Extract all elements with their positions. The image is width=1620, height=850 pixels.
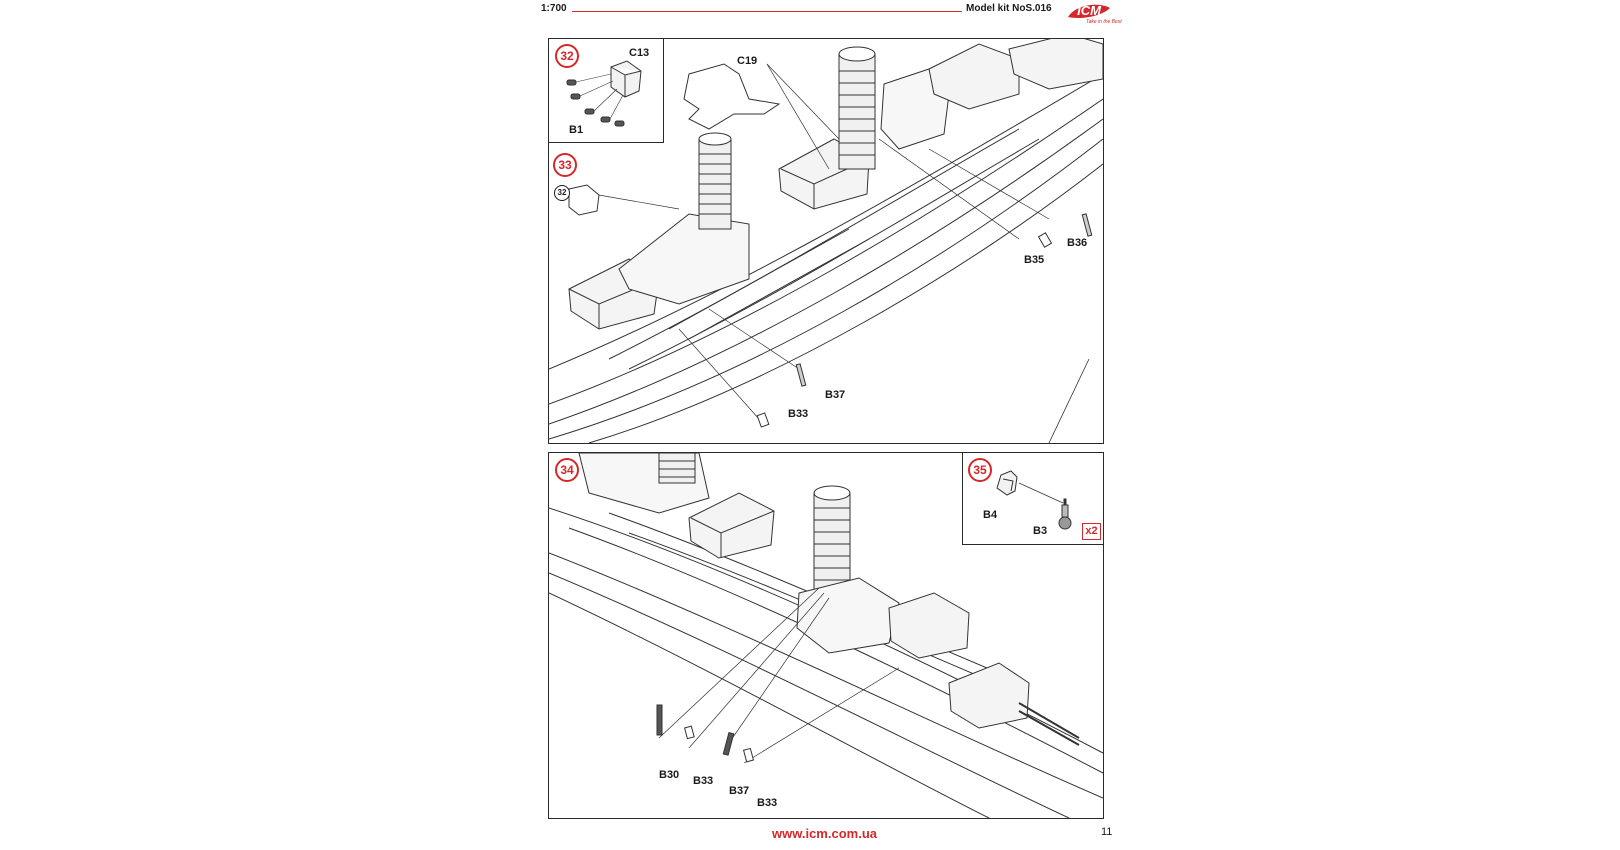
step-32-reference: 32 xyxy=(554,185,570,201)
website-url[interactable]: www.icm.com.ua xyxy=(772,826,877,841)
step-35-inset: 35 B4 B3 x2 xyxy=(962,453,1103,545)
page-number: 11 xyxy=(1101,826,1113,838)
part-label-c13: C13 xyxy=(629,47,650,59)
step-32-part-drawing xyxy=(566,60,642,127)
part-label-b33-left: B33 xyxy=(693,775,714,787)
step-33-number: 33 xyxy=(553,153,577,177)
step-32-inset: 32 C13 B1 xyxy=(549,39,664,143)
part-label-b37: B37 xyxy=(729,785,750,797)
part-label-c19: C19 xyxy=(737,55,758,67)
part-label-b3: B3 xyxy=(1033,525,1048,537)
step-35-number: 35 xyxy=(968,458,992,482)
upper-assembly-panel: 32 C13 B1 33 32 C19 B35 B36 B37 B33 xyxy=(548,38,1104,444)
part-label-b4: B4 xyxy=(983,509,998,521)
part-label-b33-right: B33 xyxy=(757,797,778,809)
part-label-b37: B37 xyxy=(825,389,846,401)
brand-logo: ICM Take in the Best xyxy=(1066,2,1122,32)
model-kit-label: Model kit NoS.016 xyxy=(966,3,1052,14)
step-35-part-drawing xyxy=(996,470,1072,530)
part-label-b36: B36 xyxy=(1067,237,1088,249)
logo-swoosh-icon xyxy=(1068,4,1110,18)
quantity-badge: x2 xyxy=(1082,523,1101,540)
brand-name: ICM xyxy=(1077,3,1101,18)
ship-drawing-upper xyxy=(549,39,1103,443)
step-32-number: 32 xyxy=(555,44,579,68)
part-label-b35: B35 xyxy=(1024,254,1045,266)
scale-label: 1:700 xyxy=(541,3,567,14)
header-rule xyxy=(572,11,962,12)
lower-assembly-panel: 35 B4 B3 x2 34 B30 B33 B37 B33 xyxy=(548,452,1104,819)
part-label-b1: B1 xyxy=(569,124,584,136)
part-label-b33: B33 xyxy=(788,408,809,420)
part-label-b30: B30 xyxy=(659,769,680,781)
step-34-number: 34 xyxy=(555,458,579,482)
ship-drawing-lower xyxy=(549,453,1103,818)
brand-tagline: Take in the Best xyxy=(1086,19,1122,25)
